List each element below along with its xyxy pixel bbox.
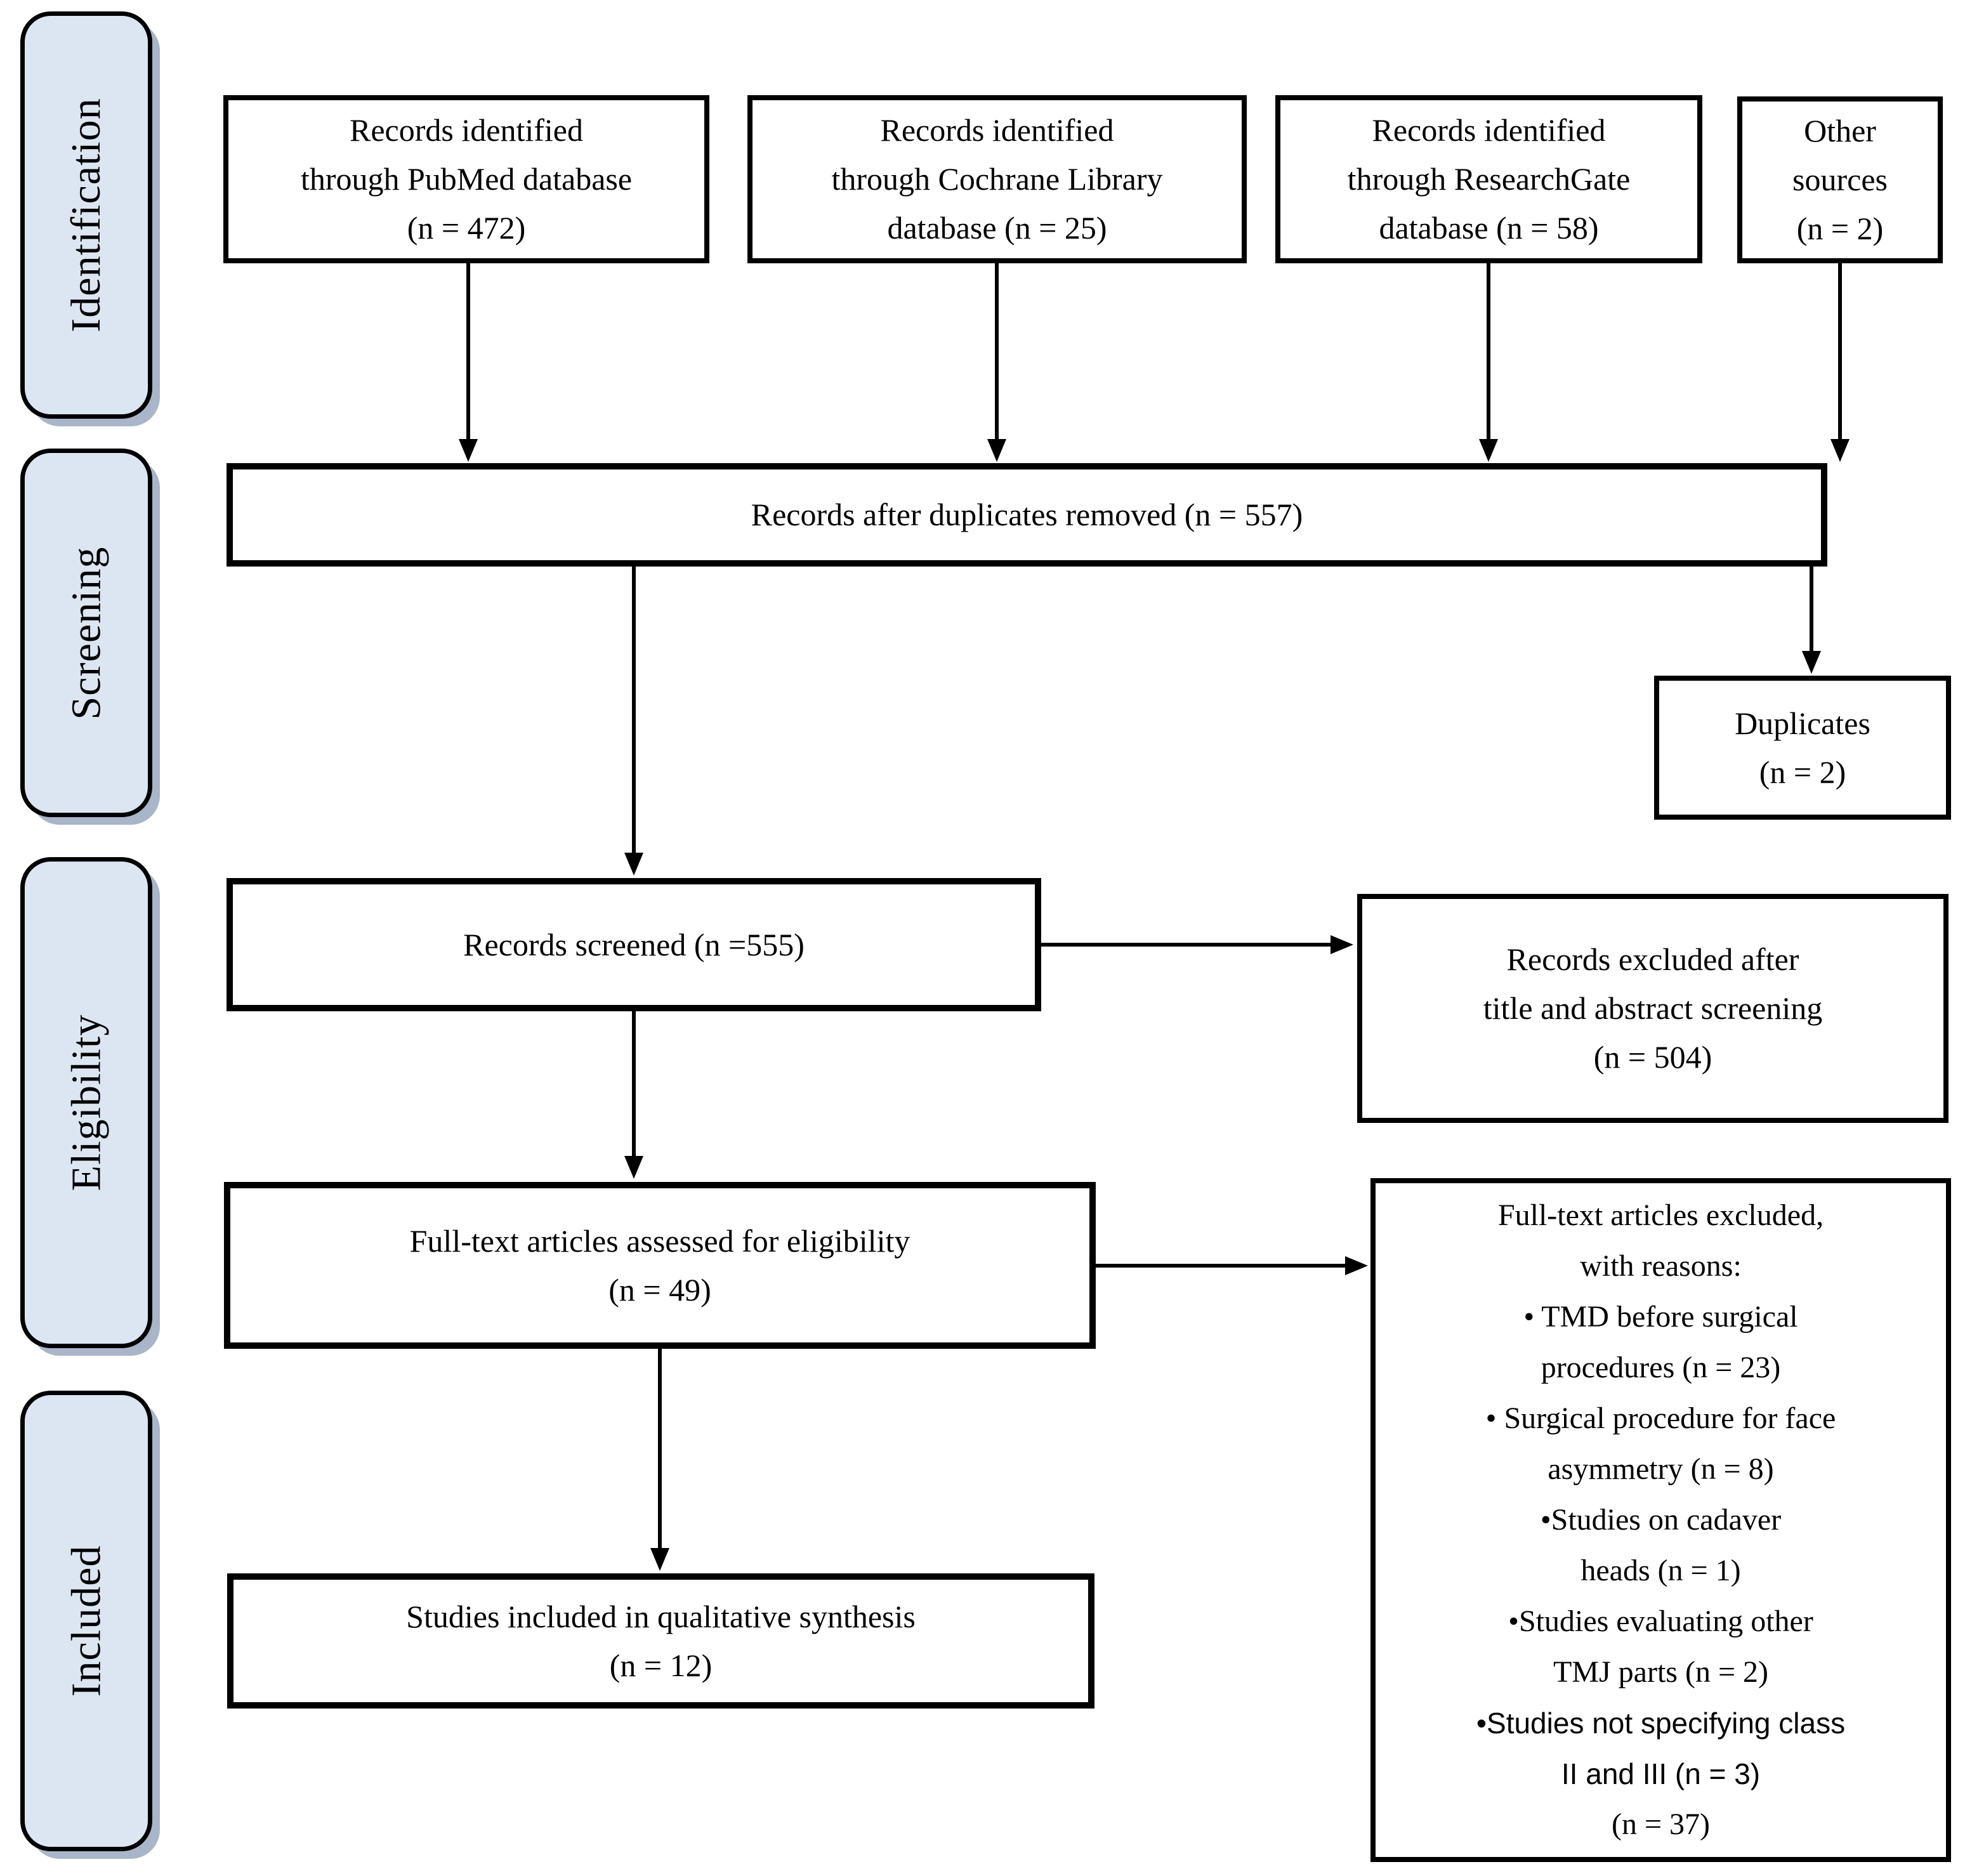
box-studies-included-text: Studies included in qualitative synthesi…	[233, 1592, 1088, 1690]
arrowhead-fulltext-to-reasons	[1345, 1256, 1368, 1275]
arrowhead-cochrane-down	[987, 439, 1006, 462]
text-line: (n = 504)	[1593, 1039, 1712, 1075]
box-records-researchgate: Records identified through ResearchGate da…	[1275, 95, 1702, 263]
text-line: Studies included in qualitative synthesi…	[406, 1598, 916, 1634]
text-line: Records identified	[350, 112, 583, 148]
stage-eligibility-label: Eligibility	[63, 1014, 109, 1191]
stage-screening-label: Screening	[63, 546, 109, 719]
box-duplicates-removed: Records after duplicates removed (n = 55…	[227, 463, 1827, 567]
box-duplicates-removed-text: Records after duplicates removed (n = 55…	[233, 490, 1821, 539]
text-line: through PubMed database	[300, 161, 633, 197]
text-line: •Studies evaluating other	[1508, 1604, 1813, 1638]
box-records-cochrane-text: Records identified through Cochrane Libra…	[752, 106, 1242, 253]
text-line: Records after duplicates removed (n = 55…	[751, 497, 1303, 532]
text-line: procedures (n = 23)	[1541, 1351, 1781, 1384]
text-line: Records identified	[1372, 112, 1606, 148]
box-records-pubmed: Records identified through PubMed databas…	[223, 95, 709, 263]
text-line: Duplicates	[1735, 705, 1870, 741]
text-line: (n = 2)	[1796, 211, 1884, 246]
box-studies-included: Studies included in qualitative synthesi…	[227, 1573, 1094, 1709]
connector-fulltext-to-reasons	[1096, 1264, 1345, 1268]
stage-included: Included	[20, 1391, 152, 1851]
text-line: Records excluded after	[1506, 941, 1799, 977]
connector-cochrane-down	[995, 263, 999, 439]
stage-eligibility: Eligibility	[20, 857, 152, 1348]
text-line: Records screened (n =555)	[463, 926, 805, 962]
box-other-sources: Other sources (n = 2)	[1737, 96, 1943, 263]
box-duplicates-text: Duplicates (n = 2)	[1659, 699, 1946, 797]
box-other-sources-text: Other sources (n = 2)	[1742, 107, 1938, 253]
text-line: (n = 2)	[1759, 754, 1846, 790]
arrowhead-researchgate-down	[1479, 439, 1498, 462]
arrowhead-fulltext-to-included	[650, 1548, 669, 1571]
text-line: Full-text articles excluded,	[1497, 1198, 1824, 1232]
text-line: through ResearchGate	[1347, 161, 1631, 197]
connector-pubmed-down	[466, 263, 470, 439]
text-line: database (n = 58)	[1379, 210, 1599, 246]
arrowhead-dupremoved-to-duplicates	[1802, 651, 1821, 674]
text-line: (n = 12)	[609, 1647, 713, 1683]
text-line: • Surgical procedure for face	[1485, 1401, 1836, 1435]
arrowhead-screened-to-fulltext	[624, 1156, 643, 1179]
box-records-screened: Records screened (n =555)	[227, 878, 1041, 1011]
text-line: with reasons:	[1580, 1249, 1742, 1283]
box-fulltext-assessed-text: Full-text articles assessed for eligibil…	[230, 1217, 1089, 1315]
connector-fulltext-to-included	[658, 1349, 662, 1548]
arrowhead-other-down	[1830, 439, 1850, 462]
connector-researchgate-down	[1487, 263, 1490, 439]
box-records-cochrane: Records identified through Cochrane Libra…	[747, 95, 1247, 263]
arrowhead-dupremoved-to-screened	[624, 853, 643, 876]
box-records-researchgate-text: Records identified through ResearchGate da…	[1280, 106, 1697, 253]
text-line: database (n = 25)	[887, 210, 1107, 246]
connector-dupremoved-to-screened	[632, 567, 636, 853]
text-line: asymmetry (n = 8)	[1548, 1452, 1774, 1486]
text-line: •Studies not specifying class	[1476, 1707, 1846, 1740]
connector-screened-to-excluded	[1041, 943, 1331, 947]
box-records-excluded-text: Records excluded after title and abstract…	[1362, 935, 1943, 1082]
text-line: sources	[1792, 162, 1888, 197]
stage-identification: Identification	[20, 11, 152, 419]
text-line: (n = 49)	[608, 1271, 711, 1308]
text-line: • TMD before surgical	[1523, 1300, 1798, 1334]
text-line: through Cochrane Library	[831, 161, 1163, 197]
box-records-pubmed-text: Records identified through PubMed databas…	[228, 106, 704, 253]
text-line: (n = 472)	[407, 210, 526, 246]
box-records-excluded: Records excluded after title and abstract…	[1357, 894, 1949, 1123]
stage-included-label: Included	[63, 1545, 109, 1697]
text-line: Full-text articles assessed for eligibil…	[409, 1223, 910, 1259]
stage-identification-label: Identification	[63, 98, 109, 332]
text-line: Records identified	[880, 112, 1114, 148]
stage-screening: Screening	[20, 449, 152, 817]
text-line: heads (n = 1)	[1581, 1554, 1741, 1587]
text-line: title and abstract screening	[1483, 990, 1823, 1026]
box-records-screened-text: Records screened (n =555)	[233, 921, 1035, 969]
connector-other-down	[1838, 263, 1842, 439]
arrowhead-screened-to-excluded	[1331, 935, 1353, 954]
arrowhead-pubmed-down	[459, 439, 478, 462]
text-line: (n = 37)	[1611, 1807, 1711, 1841]
connector-dupremoved-to-duplicates	[1810, 567, 1813, 651]
text-line: •Studies on cadaver	[1540, 1503, 1782, 1537]
box-fulltext-excluded-reasons-text: Full-text articles excluded, with reasons…	[1376, 1190, 1946, 1850]
text-line: Other	[1804, 113, 1876, 148]
box-fulltext-excluded-reasons: Full-text articles excluded, with reasons…	[1370, 1178, 1951, 1862]
box-fulltext-assessed: Full-text articles assessed for eligibil…	[224, 1182, 1096, 1349]
text-line: TMJ parts (n = 2)	[1553, 1655, 1769, 1689]
connector-screened-to-fulltext	[632, 1011, 636, 1156]
box-duplicates: Duplicates (n = 2)	[1654, 676, 1951, 820]
text-line: II and III (n = 3)	[1561, 1757, 1761, 1790]
